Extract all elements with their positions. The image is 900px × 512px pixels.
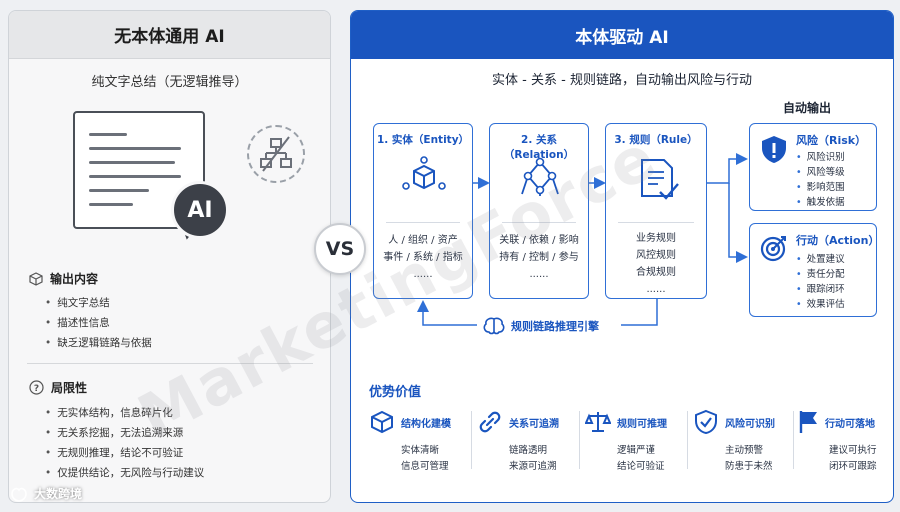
cube-icon — [29, 271, 43, 286]
no-structure-icon — [247, 125, 305, 183]
ontology-ai-title: 本体驱动 AI — [351, 11, 893, 59]
list-item: 无实体结构，信息碎片化 — [45, 403, 204, 423]
svg-text:?: ? — [34, 384, 39, 394]
target-icon — [760, 236, 786, 262]
divider — [27, 363, 313, 364]
advantage-item: 关系可追溯 链路透明来源可追溯 — [477, 409, 577, 475]
auto-output-label: 自动输出 — [783, 101, 832, 115]
step-entity: 1. 实体（Entity） 人 / 组织 / 资产 事件 / 系统 / 指标 .… — [373, 123, 473, 299]
brand-logo: 大数跨境 — [10, 485, 82, 502]
advantage-item: 行动可落地 建议可执行闭环可跟踪 — [797, 409, 893, 475]
list-item: 仅提供结论，无风险与行动建议 — [45, 463, 204, 483]
list-item: 缺乏逻辑链路与依据 — [45, 333, 152, 353]
list-item: 无关系挖掘，无法追溯来源 — [45, 423, 204, 443]
risk-output-box: 风险（Risk） 风险识别 风险等级 影响范围 触发依据 — [749, 123, 877, 211]
ontology-ai-subtitle: 实体 - 关系 - 规则链路，自动输出风险与行动 — [492, 73, 752, 88]
list-item: 无规则推理，结论不可验证 — [45, 443, 204, 463]
limit-list: 无实体结构，信息碎片化 无关系挖掘，无法追溯来源 无规则推理，结论不可验证 仅提… — [45, 403, 204, 483]
generic-ai-subtitle: 纯文字总结（无逻辑推导） — [91, 75, 248, 90]
generic-ai-title: 无本体通用 AI — [9, 11, 330, 59]
output-section-title: 输出内容 — [29, 270, 98, 287]
reasoning-engine-label: 规则链路推理引擎 — [477, 317, 605, 335]
ai-chat-icon: AI — [171, 181, 229, 239]
advantage-item: 风险可识别 主动预警防患于未然 — [693, 409, 793, 475]
step-relation: 2. 关系（Relation） 关联 / 依赖 / 影响 持有 / 控制 / 参… — [489, 123, 589, 299]
action-output-box: 行动（Action） 处置建议 责任分配 跟踪闭环 效果评估 — [749, 223, 879, 317]
advantage-item: 规则可推理 逻辑严谨结论可验证 — [585, 409, 685, 475]
link-icon — [479, 411, 501, 433]
cube-icon — [371, 410, 393, 434]
step-rule: 3. 规则（Rule） 业务规则 风控规则 合规规则 ...... — [605, 123, 707, 299]
list-item: 纯文字总结 — [45, 293, 152, 313]
scale-icon — [585, 412, 611, 432]
brain-icon — [483, 317, 505, 335]
divider — [793, 411, 794, 469]
question-icon: ? — [29, 380, 44, 395]
flag-icon — [799, 411, 817, 433]
output-list: 纯文字总结 描述性信息 缺乏逻辑链路与依据 — [45, 293, 152, 353]
list-item: 描述性信息 — [45, 313, 152, 333]
vs-badge: VS — [314, 223, 366, 275]
brand-icon — [11, 487, 27, 502]
divider — [687, 411, 688, 469]
shield-alert-icon — [762, 136, 786, 163]
divider — [471, 411, 472, 469]
advantage-item: 结构化建模 实体清晰信息可管理 — [369, 409, 469, 475]
advantages-title: 优势价值 — [369, 385, 422, 400]
flow-connectors — [417, 153, 748, 326]
divider — [579, 411, 580, 469]
entity-cube-icon — [402, 156, 446, 190]
limit-section-title: ? 局限性 — [29, 379, 87, 396]
document-icon — [73, 111, 205, 229]
rule-document-icon — [641, 159, 679, 200]
shield-check-icon — [695, 409, 717, 435]
ontology-ai-panel: 本体驱动 AI 实体 - 关系 - 规则链路，自动输出风险与行动 自动输出 1.… — [350, 10, 894, 503]
relation-graph-icon — [521, 157, 559, 196]
generic-ai-panel: 无本体通用 AI 纯文字总结（无逻辑推导） AI 输出内容 纯文字总结 描述性信… — [8, 10, 331, 503]
